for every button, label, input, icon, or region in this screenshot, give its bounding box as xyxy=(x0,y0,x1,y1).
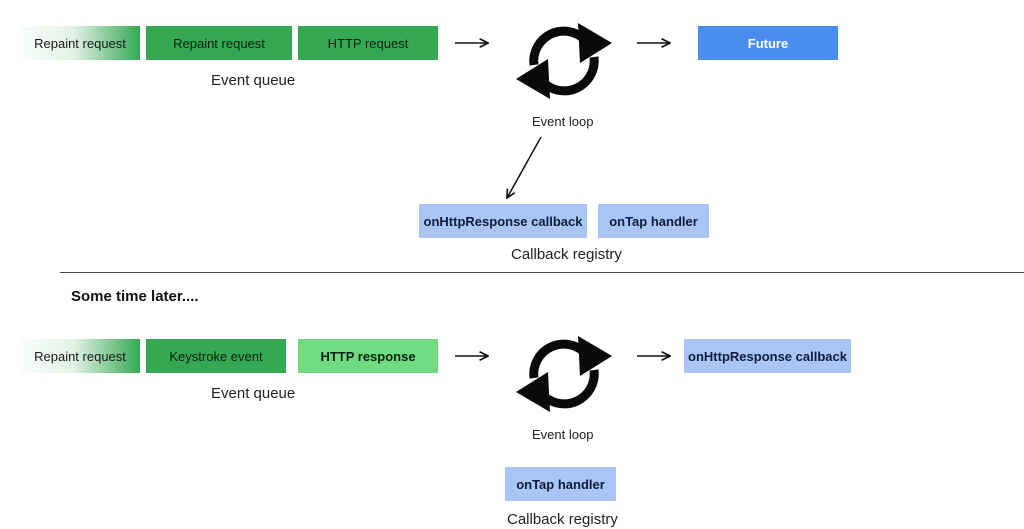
top-registry-item-ontap: onTap handler xyxy=(598,204,709,238)
bottom-queue-item-keystroke: Keystroke event xyxy=(146,339,286,373)
bottom-callback-registry-label: Callback registry xyxy=(507,511,618,528)
bottom-event-queue-label: Event queue xyxy=(211,385,296,402)
bottom-event-loop-label: Event loop xyxy=(532,427,594,442)
bottom-queue-item-repaint: Repaint request xyxy=(20,339,140,373)
bottom-queue-item-http-response: HTTP response xyxy=(298,339,438,373)
event-loop-cycle-icon xyxy=(516,336,612,412)
top-event-queue-label: Event queue xyxy=(211,72,296,89)
bottom-registry-item-ontap: onTap handler xyxy=(505,467,616,501)
top-registry-item-http-callback: onHttpResponse callback xyxy=(419,204,587,238)
top-future-box: Future xyxy=(698,26,838,60)
top-event-loop-label: Event loop xyxy=(532,114,594,129)
event-loop-cycle-icon xyxy=(516,23,612,99)
section-divider xyxy=(60,272,1024,273)
top-queue-item-repaint-2: Repaint request xyxy=(146,26,292,60)
arrow-down-left-icon xyxy=(507,136,542,198)
top-queue-item-repaint-1: Repaint request xyxy=(20,26,140,60)
top-queue-item-http-request: HTTP request xyxy=(298,26,438,60)
top-callback-registry-label: Callback registry xyxy=(511,246,622,263)
bottom-output-http-callback: onHttpResponse callback xyxy=(684,339,851,373)
later-heading: Some time later.... xyxy=(71,288,199,305)
